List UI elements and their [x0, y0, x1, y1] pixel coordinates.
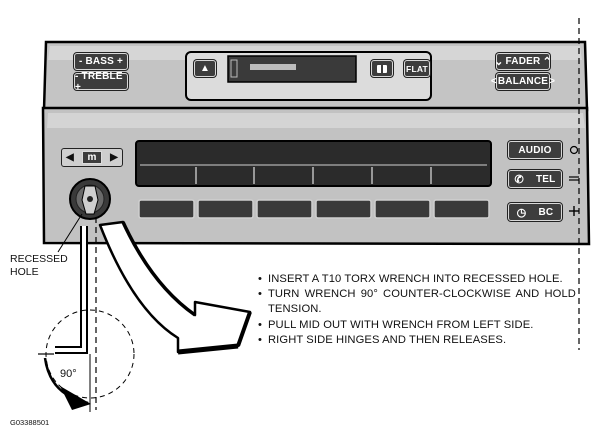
- torx-wrench: [55, 226, 88, 354]
- treble-button[interactable]: - TREBLE +: [74, 71, 128, 93]
- plus-mark: [569, 206, 579, 216]
- display-window: [135, 140, 492, 187]
- instruction-list: INSERT A T10 TORX WRENCH INTO RECESSED H…: [258, 272, 576, 348]
- balance-button[interactable]: < BALANCE >: [491, 73, 555, 90]
- bc-button[interactable]: ◷ BC: [508, 203, 562, 221]
- tel-button[interactable]: ✆ TEL: [508, 170, 562, 188]
- preset-buttons: [138, 199, 490, 219]
- instruction-step: INSERT A T10 TORX WRENCH INTO RECESSED H…: [258, 272, 576, 287]
- mode-selector[interactable]: ◀ m ▶: [61, 148, 123, 167]
- eject-icon: ▲: [199, 63, 211, 74]
- bc-label: BC: [538, 206, 554, 218]
- arrow-right-icon[interactable]: ▶: [110, 152, 118, 163]
- chevron-up-icon: ⌃: [542, 56, 552, 68]
- balance-label: BALANCE: [497, 76, 549, 87]
- figure-id: G03388501: [10, 418, 50, 427]
- dolby-icon: [377, 64, 387, 73]
- dolby-logo: [250, 64, 296, 70]
- bass-button[interactable]: - BASS +: [74, 53, 128, 70]
- angle-label: 90°: [60, 368, 77, 380]
- tel-label: TEL: [535, 173, 556, 185]
- callout-line-1: RECESSED: [10, 253, 68, 265]
- mode-button[interactable]: m: [82, 151, 102, 164]
- arrow-left-icon[interactable]: ◀: [66, 152, 74, 163]
- fader-label: FADER: [505, 56, 541, 67]
- eject-button[interactable]: ▲: [194, 60, 216, 77]
- fader-button[interactable]: ⌄ FADER ⌃: [494, 53, 552, 70]
- led-indicator: [569, 145, 579, 155]
- instruction-step: TURN WRENCH 90° COUNTER-CLOCKWISE AND HO…: [258, 287, 576, 317]
- callout-leader: [57, 213, 83, 253]
- instruction-step: RIGHT SIDE HINGES AND THEN RELEASES.: [258, 333, 576, 348]
- chevron-left-down-icon: ⌄: [494, 56, 504, 68]
- callout-line-2: HOLE: [10, 266, 39, 278]
- chevron-right-icon: >: [549, 76, 556, 87]
- flat-button[interactable]: FLAT: [404, 60, 430, 77]
- clock-icon: ◷: [516, 206, 527, 219]
- dolby-button[interactable]: [371, 60, 393, 77]
- audio-button[interactable]: AUDIO: [508, 141, 562, 159]
- instruction-step: PULL MID OUT WITH WRENCH FROM LEFT SIDE.: [258, 318, 576, 333]
- equals-mark: [569, 176, 579, 181]
- phone-icon: ✆: [514, 173, 524, 186]
- recessed-hole-callout: RECESSED HOLE: [10, 253, 68, 279]
- chevron-left-icon: <: [490, 76, 497, 87]
